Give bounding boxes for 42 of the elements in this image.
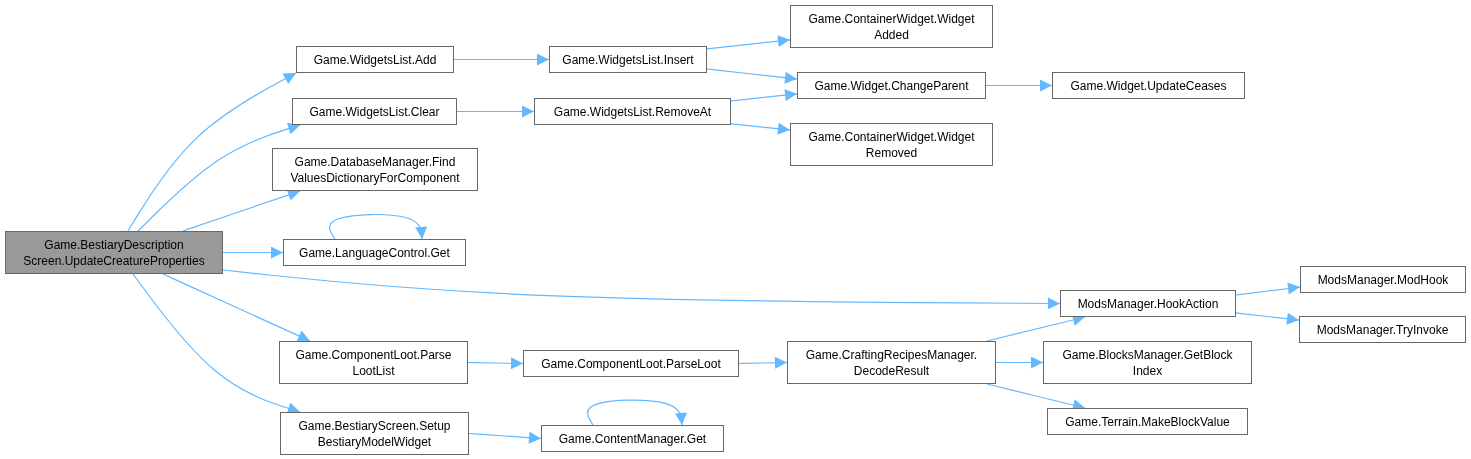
function-box: Game.WidgetsList.Insert <box>549 46 707 73</box>
arrow <box>706 35 791 50</box>
function-box: Game.DatabaseManager.Find ValuesDictionaryForComponent <box>272 148 478 191</box>
arrow <box>706 68 798 84</box>
arrow <box>730 89 798 102</box>
arrow <box>730 122 791 135</box>
arrow <box>1235 282 1301 296</box>
arrow <box>162 273 311 342</box>
function-box: Game.BestiaryScreen.Setup BestiaryModelWidget <box>280 412 469 455</box>
self-loop-arrow <box>328 213 428 240</box>
function-box: ModsManager.TryInvoke <box>1299 316 1466 343</box>
function-box: Game.ComponentLoot.Parse LootList <box>279 341 468 384</box>
function-box: Game.ContainerWidget.Widget Removed <box>790 123 993 166</box>
function-box: Game.CraftingRecipesManager. DecodeResult <box>787 341 996 384</box>
arrow <box>222 246 284 259</box>
highlighted-function-box: Game.BestiaryDescription Screen.UpdateCreatureProperties <box>5 231 223 274</box>
arrow <box>127 72 297 232</box>
function-box: Game.BlocksManager.GetBlock Index <box>1043 341 1252 384</box>
self-loop-arrow <box>587 399 688 426</box>
function-box: Game.LanguageControl.Get <box>283 239 466 266</box>
function-box: Game.Widget.ChangeParent <box>797 72 986 99</box>
arrow <box>468 431 542 444</box>
function-box: Game.ComponentLoot.ParseLoot <box>523 350 739 377</box>
arrow <box>222 269 1061 310</box>
function-box: ModsManager.ModHook <box>1300 266 1466 293</box>
function-box: ModsManager.HookAction <box>1060 290 1236 317</box>
function-box: Game.Widget.UpdateCeases <box>1052 72 1245 99</box>
arrow <box>456 105 535 118</box>
function-box: Game.WidgetsList.Clear <box>292 98 457 125</box>
arrow <box>738 356 788 369</box>
function-box: Game.ContentManager.Get <box>541 425 724 452</box>
arrow <box>467 357 524 370</box>
function-box: Game.WidgetsList.RemoveAt <box>534 98 731 125</box>
arrow <box>985 79 1053 92</box>
arrow <box>182 189 301 232</box>
arrow <box>1235 312 1300 325</box>
arrow <box>137 122 301 232</box>
function-box: Game.Terrain.MakeBlockValue <box>1047 408 1248 435</box>
function-box: Game.ContainerWidget.Widget Added <box>790 5 993 48</box>
arrow <box>453 53 550 66</box>
arrow <box>995 356 1044 369</box>
function-box: Game.WidgetsList.Add <box>296 46 454 73</box>
